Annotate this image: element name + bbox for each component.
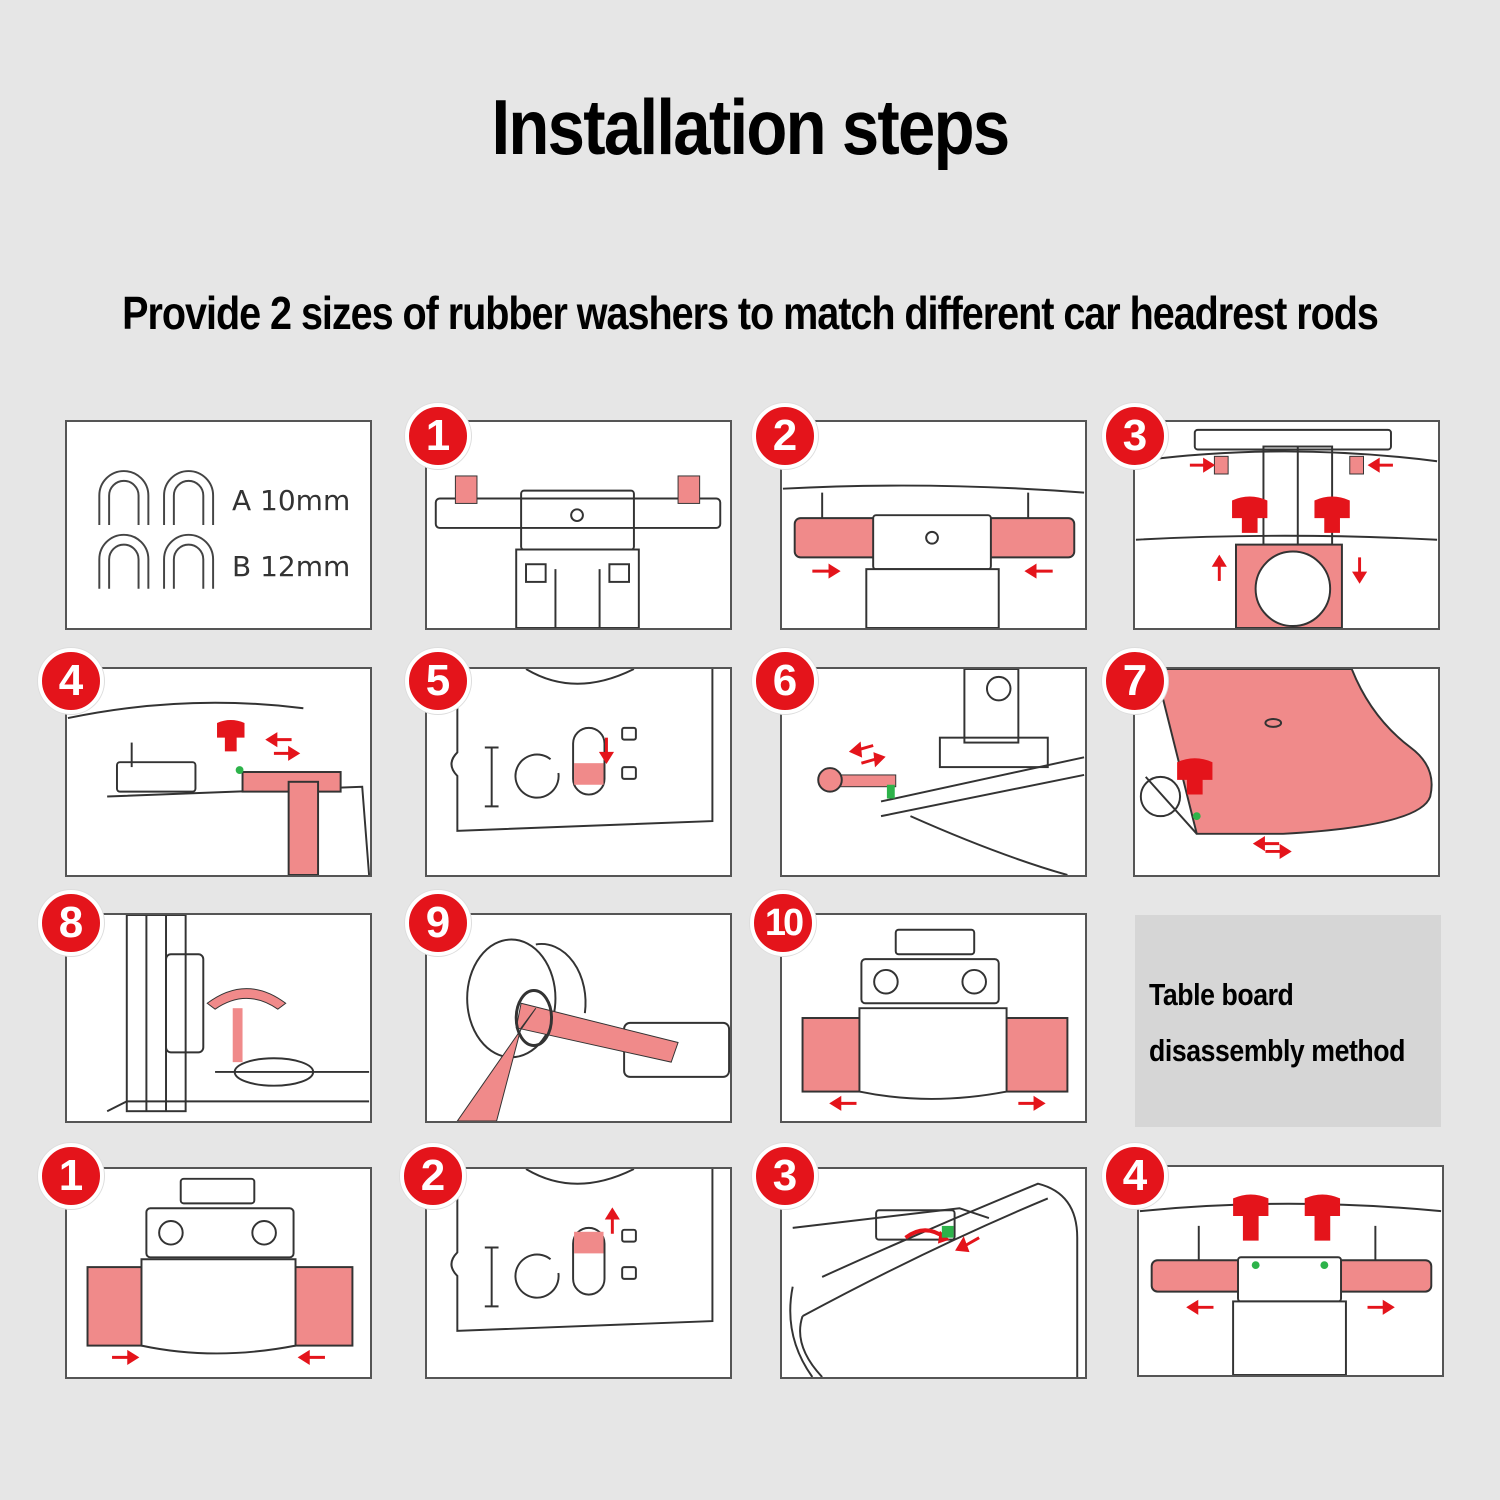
install-step-1-panel xyxy=(425,420,732,630)
install-step-1-illustration xyxy=(434,475,722,628)
washer-a-label: A 10mm xyxy=(232,484,351,517)
install-step-10-illustration xyxy=(801,928,1069,1111)
disassembly-step-3-illustration xyxy=(789,1182,1079,1377)
install-step-5-illustration xyxy=(450,669,714,832)
install-step-7-badge: 7 xyxy=(1102,648,1168,714)
install-step-8-badge: 8 xyxy=(38,890,104,956)
washer-b-label: B 12mm xyxy=(232,550,351,583)
install-step-2-badge: 2 xyxy=(752,403,818,469)
disassembly-step-1-badge: 1 xyxy=(38,1143,104,1209)
washers-panel: A 10mm B 12mm xyxy=(65,420,372,630)
install-step-10-badge: 10 xyxy=(750,890,816,956)
page-subtitle: Provide 2 sizes of rubber washers to mat… xyxy=(122,287,1379,339)
install-step-3-illustration xyxy=(1135,428,1438,628)
disassembly-step-2-badge: 2 xyxy=(400,1143,466,1209)
install-step-6-illustration xyxy=(817,669,1085,875)
disassembly-note-box: Table board disassembly method xyxy=(1135,915,1441,1127)
install-step-4-badge: 4 xyxy=(38,648,104,714)
disassembly-note-line1: Table board xyxy=(1149,977,1294,1012)
install-step-5-panel xyxy=(425,667,732,877)
install-step-6-badge: 6 xyxy=(752,648,818,714)
install-step-6-panel xyxy=(780,667,1087,877)
install-step-4-panel xyxy=(65,667,372,877)
install-step-9-panel xyxy=(425,913,732,1123)
page-title: Installation steps xyxy=(491,83,1011,171)
install-step-7-illustration xyxy=(1139,669,1433,860)
disassembly-step-4-badge: 4 xyxy=(1102,1143,1168,1209)
install-step-3-badge: 3 xyxy=(1102,403,1168,469)
install-step-4-illustration xyxy=(67,701,370,875)
install-step-7-panel xyxy=(1133,667,1440,877)
disassembly-step-4-panel xyxy=(1137,1165,1444,1377)
disassembly-step-3-badge: 3 xyxy=(752,1143,818,1209)
disassembly-step-4-illustration xyxy=(1139,1194,1442,1375)
disassembly-step-1-illustration xyxy=(86,1177,354,1365)
disassembly-step-1-panel xyxy=(65,1167,372,1379)
install-step-8-illustration xyxy=(106,915,370,1113)
install-step-2-panel xyxy=(780,420,1087,630)
install-step-10-panel xyxy=(780,913,1087,1123)
washer-icons xyxy=(98,470,215,589)
disassembly-step-3-panel xyxy=(780,1167,1087,1379)
install-step-9-badge: 9 xyxy=(405,890,471,956)
install-step-2-illustration xyxy=(782,484,1085,628)
install-step-1-badge: 1 xyxy=(405,403,471,469)
install-step-8-panel xyxy=(65,913,372,1123)
install-step-5-badge: 5 xyxy=(405,648,471,714)
disassembly-step-2-panel xyxy=(425,1167,732,1379)
disassembly-step-2-illustration xyxy=(450,1169,714,1332)
install-step-3-panel xyxy=(1133,420,1440,630)
install-step-9-illustration xyxy=(456,938,730,1121)
disassembly-note-line2: disassembly method xyxy=(1149,1033,1405,1068)
